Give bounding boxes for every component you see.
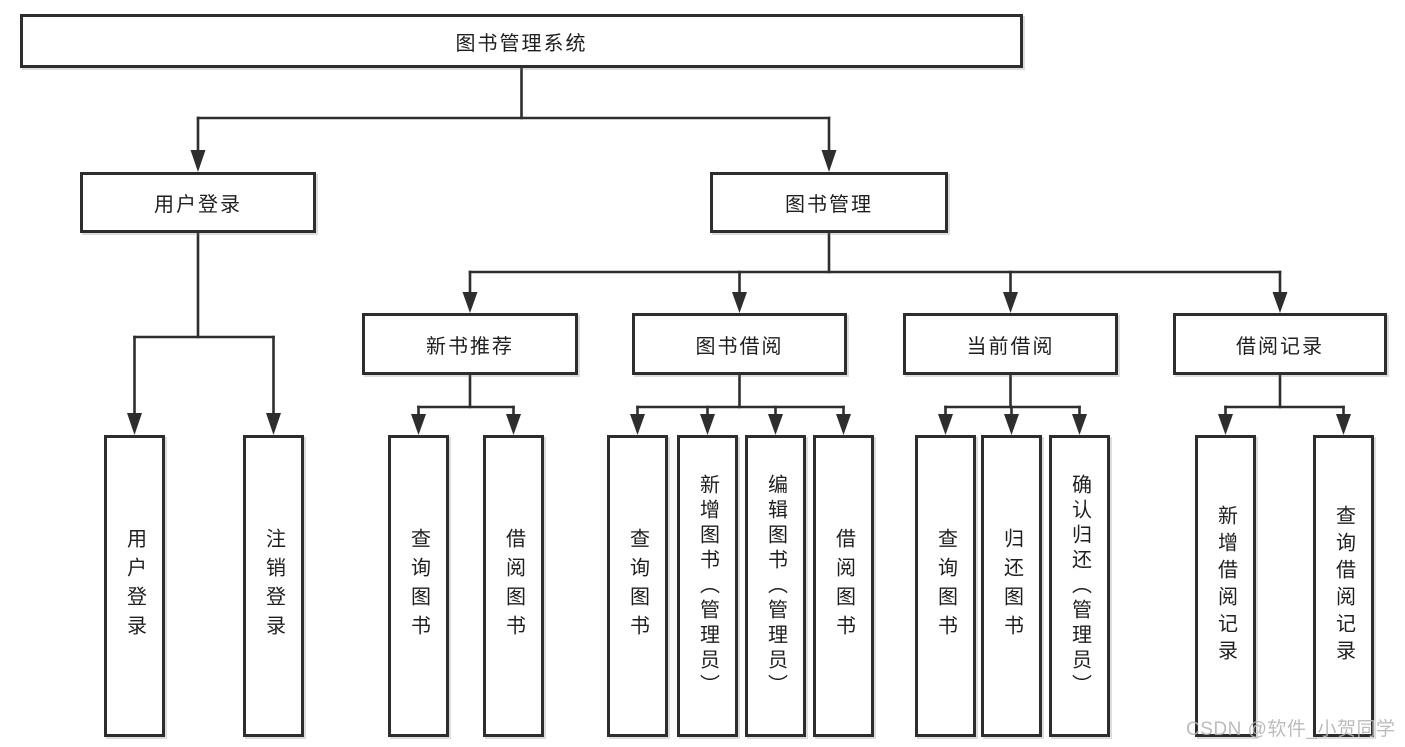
leaf-logout: 注销登录 bbox=[243, 435, 304, 737]
node-book-management: 图书管理 bbox=[710, 172, 948, 233]
leaf-query-books-borrow: 查询图书 bbox=[607, 435, 668, 737]
leaf-query-books-current: 查询图书 bbox=[915, 435, 976, 737]
connector-book-borrow-group bbox=[630, 373, 851, 435]
connector-book-management-to-level3 bbox=[462, 231, 1288, 313]
leaf-query-borrow-record: 查询借阅记录 bbox=[1313, 435, 1374, 737]
leaf-query-books-recommend: 查询图书 bbox=[388, 435, 449, 737]
connector-current-borrow-group bbox=[938, 373, 1087, 435]
node-book-borrow: 图书借阅 bbox=[632, 313, 847, 375]
node-borrow-records: 借阅记录 bbox=[1173, 313, 1387, 375]
node-new-book-recommend: 新书推荐 bbox=[362, 313, 578, 375]
node-current-borrow: 当前借阅 bbox=[903, 313, 1118, 375]
connector-root-to-level2 bbox=[190, 66, 837, 172]
connector-new-book-group bbox=[411, 373, 521, 435]
leaf-borrow-books-recommend: 借阅图书 bbox=[483, 435, 544, 737]
leaf-borrow-books: 借阅图书 bbox=[813, 435, 874, 737]
leaf-edit-books-admin: 编辑图书（管理员） bbox=[745, 435, 806, 737]
csdn-watermark: CSDN @软件_小贺同学 bbox=[1186, 719, 1396, 740]
leaf-add-books-admin: 新增图书（管理员） bbox=[677, 435, 738, 737]
leaf-confirm-return-admin: 确认归还（管理员） bbox=[1049, 435, 1110, 737]
connector-borrow-records-group bbox=[1218, 373, 1351, 435]
leaf-user-login: 用户登录 bbox=[104, 435, 165, 737]
node-root-library-system: 图书管理系统 bbox=[20, 14, 1023, 68]
leaf-add-borrow-record: 新增借阅记录 bbox=[1195, 435, 1256, 737]
connector-user-login-group bbox=[127, 231, 281, 435]
leaf-return-books: 归还图书 bbox=[981, 435, 1042, 737]
node-user-login: 用户登录 bbox=[80, 172, 316, 233]
